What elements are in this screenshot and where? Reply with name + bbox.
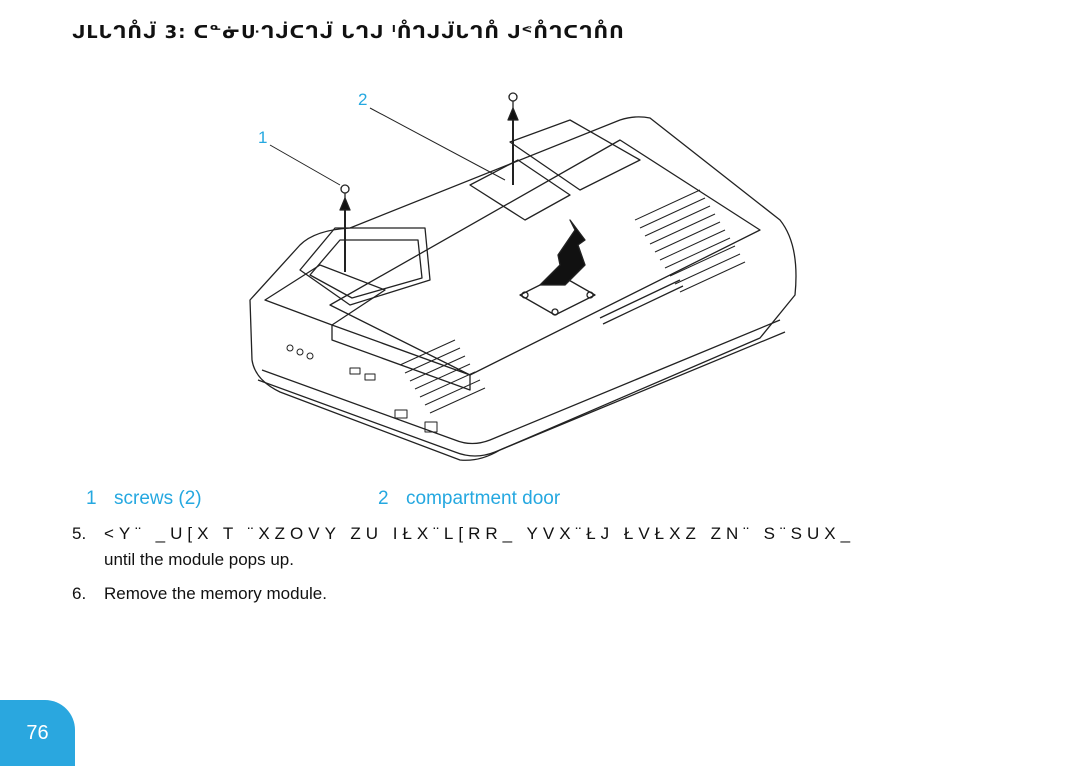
callout-2: 2: [358, 90, 368, 109]
legend-item-screws: 1 screws (2): [86, 488, 202, 510]
step-5: 5. <Y¨ _U[X T ¨XZOVY ZU IŁX¨L[RR_ YVX¨ŁJ …: [72, 524, 855, 544]
laptop-drawing: [249, 92, 797, 461]
step-5-continuation: until the module pops up.: [104, 550, 294, 569]
step-number: 5.: [72, 524, 87, 543]
step-text: Remove the memory module.: [104, 584, 327, 603]
step-text: <Y¨ _U[X T ¨XZOVY ZU IŁX¨L[RR_ YVX¨ŁJ ŁV…: [104, 524, 856, 543]
page-number: 76: [0, 700, 75, 766]
step-number: 6.: [72, 584, 87, 603]
callout-1: 1: [258, 128, 268, 147]
legend-label: screws (2): [114, 488, 202, 509]
legend-item-compartment-door: 2 compartment door: [378, 488, 560, 510]
step-6: 6. Remove the memory module.: [72, 584, 327, 604]
legend-number: 1: [86, 488, 97, 509]
legend-label: compartment door: [406, 488, 561, 509]
chapter-title: ᒍᒪᒐᒉᑍᒏ 3: ᑕᓐᓃᑘᒉᒎᑕᒉᒏ ᒐᒉᒍ ᑊᑍᒉᒍᒏᒐᒉᑍ ᒍᕝᑍᒉᑕᒉᑍ…: [72, 22, 625, 43]
legend-number: 2: [378, 488, 389, 509]
laptop-bottom-illustration: 1 2: [240, 80, 810, 470]
